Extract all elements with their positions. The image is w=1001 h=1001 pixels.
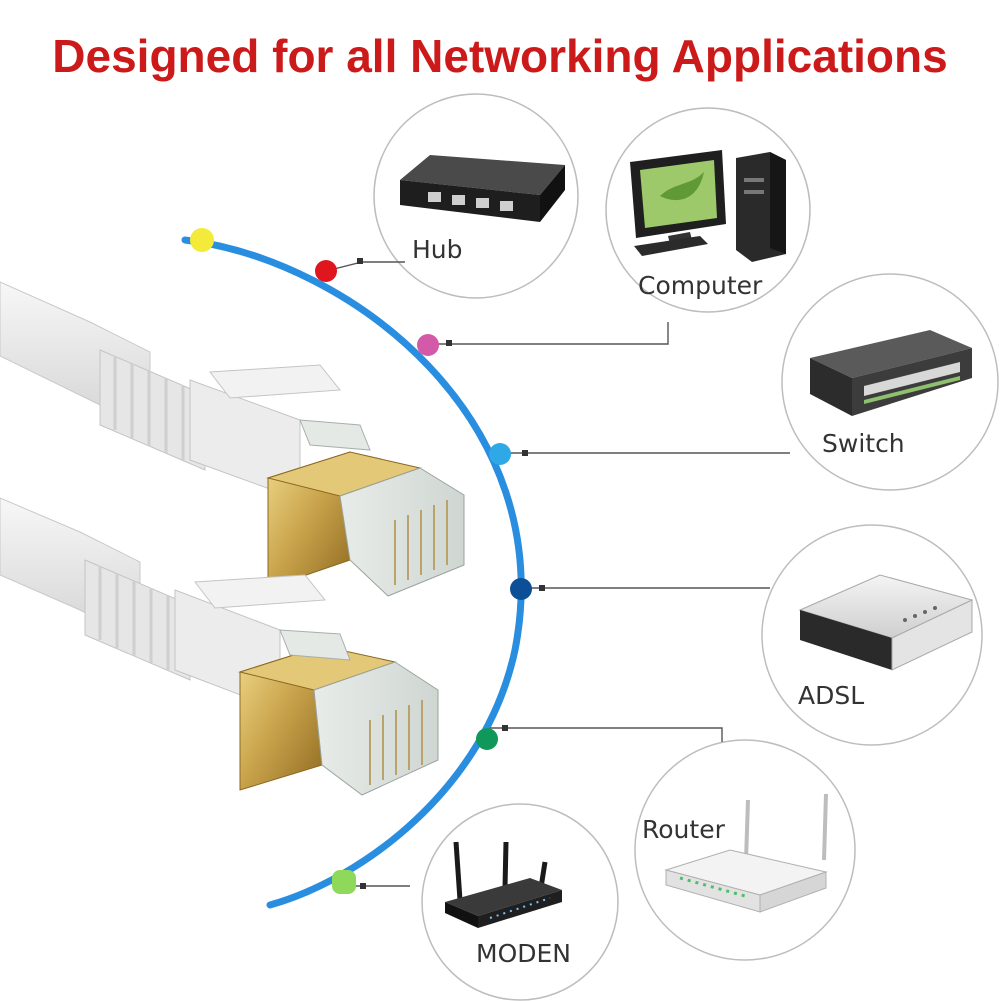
switch-icon (810, 330, 972, 416)
device-hub: Hub (373, 93, 579, 299)
device-label: Hub (412, 235, 463, 264)
hub-icon (400, 155, 565, 222)
router-icon (664, 793, 828, 913)
computer-icon (630, 150, 786, 262)
computer-dot (417, 334, 439, 356)
device-label: ADSL (798, 681, 864, 710)
device-switch: Switch (781, 273, 999, 491)
device-label: Switch (822, 429, 905, 458)
headline: Designed for all Networking Applications (52, 30, 947, 82)
device-label: MODEN (476, 939, 571, 968)
modem-icon (445, 841, 562, 928)
device-router: Router (634, 739, 856, 961)
device-label: Router (642, 815, 726, 844)
start-dot (190, 228, 214, 252)
device-adsl: ADSL (761, 524, 983, 746)
device-computer: Computer (605, 107, 811, 313)
hub-dot (315, 260, 337, 282)
connection-arc (181, 236, 525, 909)
adsl-dot (510, 578, 532, 600)
router-dot (476, 728, 498, 750)
ethernet-cable-icon (0, 281, 465, 796)
device-moden: MODEN (421, 803, 619, 1001)
moden-dot (332, 870, 356, 894)
switch-dot (489, 443, 511, 465)
device-label: Computer (638, 271, 763, 300)
adsl-modem-icon (798, 574, 974, 671)
